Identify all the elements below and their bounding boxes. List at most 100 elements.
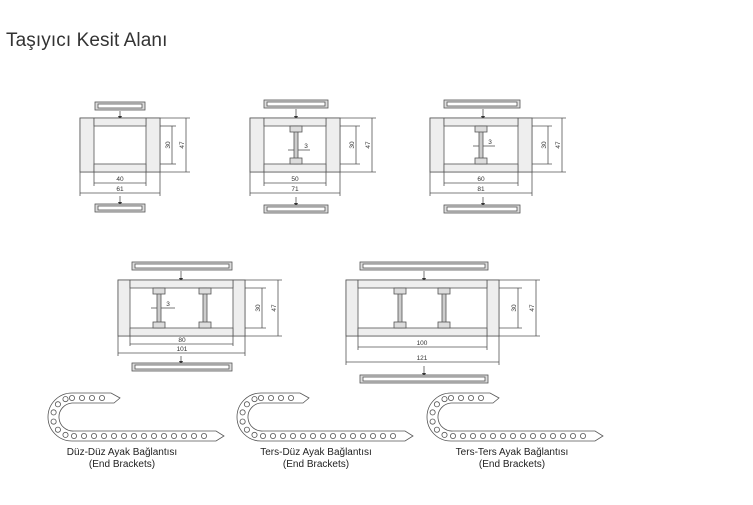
s3-inner-width: 60 xyxy=(477,176,485,183)
chain-link xyxy=(69,394,76,401)
section-5 xyxy=(345,261,540,384)
chain-link xyxy=(259,432,266,439)
chain-link xyxy=(190,432,197,439)
s2-outer-width: 71 xyxy=(291,186,299,193)
chain-link xyxy=(170,432,177,439)
s2-inner-width: 50 xyxy=(291,176,299,183)
chain-link xyxy=(89,394,96,401)
bracket-2-name: Ters-Düz Ayak Bağlantısı xyxy=(260,447,372,458)
chain-link xyxy=(71,432,78,439)
chain-link xyxy=(509,432,516,439)
s2-inner-height: 30 xyxy=(349,141,356,149)
chain-link xyxy=(433,401,440,408)
s5-outer-width: 121 xyxy=(417,355,428,362)
chain-link xyxy=(239,418,246,425)
chain-link xyxy=(150,432,157,439)
chain-link xyxy=(580,432,587,439)
s3-outer-width: 81 xyxy=(477,186,485,193)
chain-link xyxy=(79,394,86,401)
bracket-1-name: Düz-Düz Ayak Bağlantısı xyxy=(67,447,177,458)
bracket-3-sub: (End Brackets) xyxy=(479,459,545,470)
chain-link xyxy=(50,409,57,416)
chain-link xyxy=(257,394,264,401)
s3-divider: 3 xyxy=(488,139,492,146)
chain-link xyxy=(111,432,118,439)
s4-outer-height: 47 xyxy=(271,304,278,312)
chain-link xyxy=(180,432,187,439)
chain-link xyxy=(441,396,448,403)
chain-link xyxy=(269,432,276,439)
chain-link xyxy=(62,396,69,403)
chain-link xyxy=(520,432,527,439)
chain-link xyxy=(239,409,246,416)
chain-link xyxy=(359,432,366,439)
chain-link xyxy=(429,409,436,416)
chain-link xyxy=(447,394,454,401)
page-title: Taşıyıcı Kesit Alanı xyxy=(6,30,168,51)
s2-divider: 3 xyxy=(304,143,308,150)
chain-link xyxy=(570,432,577,439)
s1-outer-width: 61 xyxy=(116,186,124,193)
chain-link xyxy=(477,394,484,401)
chain-link xyxy=(243,426,250,433)
s1-inner-height: 30 xyxy=(165,141,172,149)
chain-link xyxy=(99,394,106,401)
section-4 xyxy=(117,261,282,372)
chain-link xyxy=(160,432,167,439)
chain-link xyxy=(479,432,486,439)
chain-link xyxy=(287,394,294,401)
chain-link xyxy=(81,432,88,439)
s4-divider: 3 xyxy=(166,301,170,308)
chain-link xyxy=(289,432,296,439)
chain-link xyxy=(319,432,326,439)
chain-bracket-3 xyxy=(426,392,604,442)
chain-bracket-2 xyxy=(236,392,414,442)
s5-outer-height: 47 xyxy=(529,304,536,312)
chain-link xyxy=(441,431,448,438)
chain-link xyxy=(299,432,306,439)
chain-link xyxy=(121,432,128,439)
chain-link xyxy=(530,432,537,439)
section-1 xyxy=(79,101,190,213)
chain-link xyxy=(457,394,464,401)
section-3 xyxy=(429,99,566,214)
s1-inner-width: 40 xyxy=(116,176,124,183)
chain-link xyxy=(91,432,98,439)
chain-link xyxy=(130,432,137,439)
chain-link xyxy=(309,432,316,439)
bracket-1-sub: (End Brackets) xyxy=(89,459,155,470)
chain-link xyxy=(251,396,258,403)
chain-link xyxy=(329,432,336,439)
chain-link xyxy=(429,418,436,425)
s1-outer-height: 47 xyxy=(179,141,186,149)
bracket-3-name: Ters-Ters Ayak Bağlantısı xyxy=(456,447,569,458)
s3-inner-height: 30 xyxy=(541,141,548,149)
chain-link xyxy=(560,432,567,439)
chain-link xyxy=(389,432,396,439)
chain-link xyxy=(267,394,274,401)
chain-link xyxy=(251,431,258,438)
chain-link xyxy=(62,431,69,438)
chain-link xyxy=(459,432,466,439)
chain-link xyxy=(489,432,496,439)
s4-inner-width: 80 xyxy=(178,337,186,344)
chain-link xyxy=(277,394,284,401)
chain-link xyxy=(200,432,207,439)
chain-link xyxy=(540,432,547,439)
chain-link xyxy=(349,432,356,439)
chain-link xyxy=(467,394,474,401)
bracket-2-sub: (End Brackets) xyxy=(283,459,349,470)
s5-inner-width: 100 xyxy=(417,340,428,347)
chain-link xyxy=(101,432,108,439)
s4-outer-width: 101 xyxy=(177,346,188,353)
chain-link xyxy=(433,426,440,433)
chain-link xyxy=(243,401,250,408)
chain-link xyxy=(140,432,147,439)
s5-inner-height: 30 xyxy=(511,304,518,312)
chain-link xyxy=(279,432,286,439)
s4-inner-height: 30 xyxy=(255,304,262,312)
chain-link xyxy=(369,432,376,439)
chain-link xyxy=(50,418,57,425)
s2-outer-height: 47 xyxy=(365,141,372,149)
